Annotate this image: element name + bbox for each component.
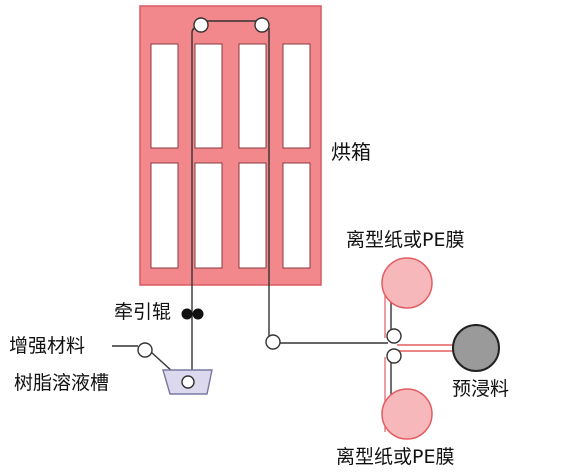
transfer-roller bbox=[265, 334, 281, 350]
oven bbox=[139, 5, 322, 286]
resin-tank-roller bbox=[181, 375, 195, 389]
release-paper-bottom-label: 离型纸或PE膜 bbox=[336, 446, 455, 468]
oven-window bbox=[150, 43, 179, 149]
oven-label: 烘箱 bbox=[331, 140, 371, 164]
pull-roller bbox=[181, 308, 204, 320]
nip-roller-bottom bbox=[386, 348, 402, 364]
reinforcement-guide-roller bbox=[137, 342, 153, 358]
oven-window bbox=[282, 162, 311, 269]
release-paper-roll-bottom bbox=[381, 388, 433, 440]
oven-window bbox=[194, 162, 223, 269]
oven-window bbox=[194, 43, 223, 149]
prepreg-roll bbox=[452, 324, 500, 372]
oven-top-right-roller bbox=[254, 17, 270, 33]
oven-window bbox=[150, 162, 179, 269]
release-paper-roll-top bbox=[381, 257, 433, 309]
nip-roller-top bbox=[386, 328, 402, 344]
resin-tank-label: 树脂溶液槽 bbox=[14, 372, 110, 394]
reinforcement-label: 增强材料 bbox=[9, 335, 86, 357]
oven-window bbox=[238, 43, 267, 149]
pull-roller-label: 牵引辊 bbox=[114, 301, 172, 323]
pull-roller-left bbox=[181, 308, 193, 320]
resin-tank bbox=[162, 369, 213, 395]
pull-roller-right bbox=[192, 308, 204, 320]
prepreg-label: 预浸料 bbox=[452, 378, 510, 400]
oven-window bbox=[238, 162, 267, 269]
oven-window bbox=[282, 43, 311, 149]
oven-top-left-roller bbox=[193, 17, 209, 33]
release-paper-top-label: 离型纸或PE膜 bbox=[346, 229, 465, 251]
